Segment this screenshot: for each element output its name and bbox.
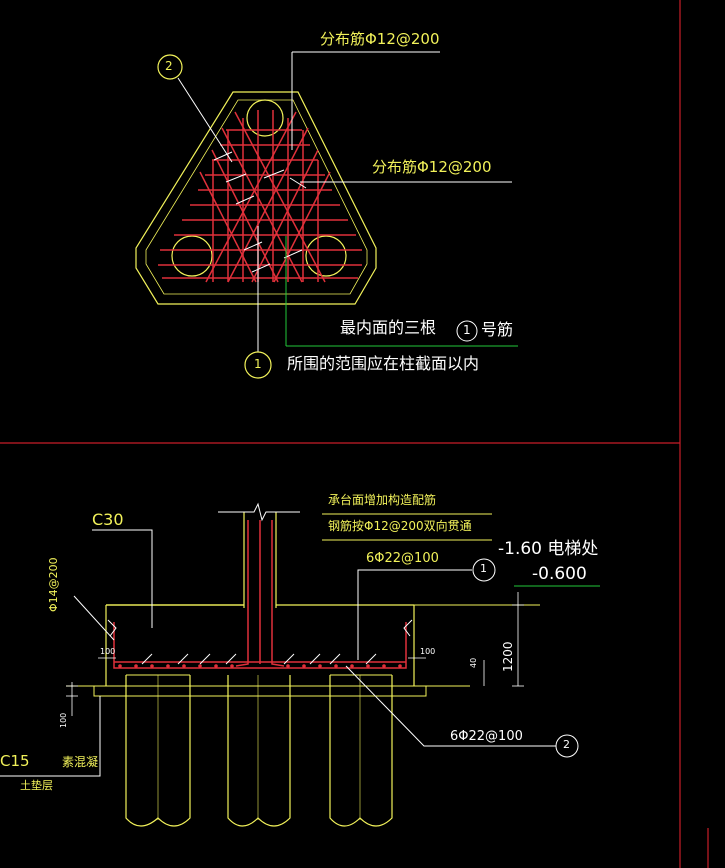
leader-top-bar xyxy=(357,569,472,660)
pile-middle xyxy=(227,675,291,827)
bubble-1-bottom-label: 1 xyxy=(480,562,487,575)
pile-circle-right xyxy=(305,235,347,277)
range-note-label: 所围的范围应在柱截面以内 xyxy=(287,354,480,373)
cushion-layer xyxy=(93,685,427,697)
dim-100-vertical: 100 xyxy=(59,712,68,728)
leader-cushion xyxy=(0,696,101,777)
bubble-1-top-label: 1 xyxy=(254,357,262,371)
dist-bar-label-2: 分布筋Φ12@200 xyxy=(372,158,492,176)
bubble-2-top xyxy=(157,54,183,80)
anchor-ticks xyxy=(107,619,413,665)
cap-note-line2: 钢筋按Φ12@200双向贯通 xyxy=(328,519,472,533)
dimension-lines xyxy=(66,604,524,716)
bubble-2-bottom-label: 2 xyxy=(563,738,570,751)
piles xyxy=(125,675,393,827)
dist-bar-label-1: 分布筋Φ12@200 xyxy=(320,30,440,48)
c15-label: C15 xyxy=(0,752,30,770)
leader-bottom-bar xyxy=(345,665,556,747)
column-break xyxy=(218,502,300,522)
dim-100-right: 100 xyxy=(420,647,436,656)
bar-tick-marks xyxy=(213,151,307,273)
triangular-cap-detail xyxy=(135,51,518,379)
top-bar-label: 6Φ22@100 xyxy=(366,551,439,566)
cushion-label: 土垫层 xyxy=(20,779,53,792)
leader-bubble-2 xyxy=(177,77,233,163)
pile-circle-top xyxy=(246,99,284,137)
bubble-1-top xyxy=(244,351,272,379)
dim-1200: 1200 xyxy=(501,641,515,672)
pile-circle-left xyxy=(171,235,213,277)
side-bar-label: Φ14@200 xyxy=(47,557,60,612)
plain-concrete-label: 素混凝 xyxy=(62,755,99,769)
pile-right xyxy=(329,675,393,827)
dim-100-left: 100 xyxy=(100,647,116,656)
bubble-2-bottom xyxy=(555,734,579,758)
bubble-1-bottom xyxy=(472,558,496,582)
concrete-grade-label: C30 xyxy=(92,510,124,529)
leader-c30 xyxy=(92,529,153,628)
innermost-bubble-label: 1 xyxy=(463,323,471,337)
innermost-suffix-label: 号筋 xyxy=(481,320,514,339)
column-rebar xyxy=(235,520,285,667)
cap-outline xyxy=(135,91,377,305)
dim-40: 40 xyxy=(469,657,478,668)
cap-note-line1: 承台面增加构造配筋 xyxy=(328,493,437,507)
cap-section-detail xyxy=(0,502,600,827)
elevation-label-2: -0.600 xyxy=(532,564,587,584)
bubble-2-label: 2 xyxy=(165,59,173,73)
bubble-innermost-1 xyxy=(456,320,478,342)
leader-side-bar xyxy=(73,595,115,641)
cap-rebar xyxy=(113,622,407,669)
bottom-bar-label: 6Φ22@100 xyxy=(450,729,523,744)
rebar-dots xyxy=(118,664,402,668)
rebar-mesh xyxy=(158,110,362,283)
innermost-bars-label: 最内面的三根 xyxy=(340,318,437,337)
elevation-label-1: -1.60 电梯处 xyxy=(498,539,599,559)
